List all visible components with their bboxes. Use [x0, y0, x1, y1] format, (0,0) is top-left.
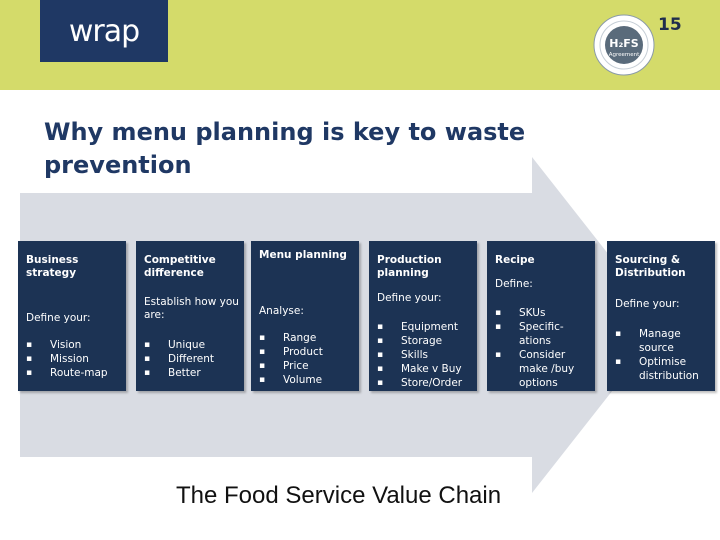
chain-step-list: UniqueDifferentBetter [144, 338, 214, 380]
chain-step-item: Range [259, 331, 323, 345]
slide-title: Why menu planning is key to waste preven… [44, 118, 526, 179]
chain-step-title: Production planning [377, 254, 442, 279]
chain-step-item: Unique [144, 338, 214, 352]
chain-step-title: Menu planning [259, 249, 347, 261]
wrap-logo: wrap [40, 0, 168, 62]
chain-step-subtitle: Analyse: [259, 305, 304, 317]
chain-step-subtitle: Define: [495, 278, 533, 290]
page-number: 15 [658, 15, 682, 35]
chain-step-item: Optimise distribution [615, 355, 715, 383]
chain-step-title: Recipe [495, 254, 535, 266]
chain-step-list: EquipmentStorageSkillsMake v BuyStore/Or… [377, 320, 462, 390]
chain-step-subtitle: Define your: [615, 298, 680, 310]
chain-step-item: Storage [377, 334, 462, 348]
chain-step-title: Sourcing & Distribution [615, 254, 686, 279]
chain-step-item: Skills [377, 348, 462, 362]
chain-step-list: SKUsSpecific-ationsConsider make /buy op… [495, 306, 595, 390]
chain-caption: The Food Service Value Chain [176, 482, 502, 509]
chain-step-item: Volume [259, 373, 323, 387]
chain-step-item: Product [259, 345, 323, 359]
chain-step-item: Route-map [26, 366, 108, 380]
chain-step-item: Better [144, 366, 214, 380]
chain-step-list: RangeProductPriceVolume [259, 331, 323, 387]
chain-step-item: Store/Order [377, 376, 462, 390]
chain-step-item: SKUs [495, 306, 595, 320]
chain-step-item: Consider make /buy options [495, 348, 595, 390]
chain-step-item: Vision [26, 338, 108, 352]
badge-text: H₂FS [609, 37, 639, 50]
chain-step-item: Price [259, 359, 323, 373]
chain-step-subtitle: Define your: [377, 292, 442, 304]
chain-step-item: Make v Buy [377, 362, 462, 376]
chain-step-list: VisionMissionRoute-map [26, 338, 108, 380]
chain-step-item: Specific-ations [495, 320, 595, 348]
badge-subtext: Agreement [609, 52, 640, 58]
chain-step-title: Business strategy [26, 254, 79, 279]
logo-text: wrap [68, 13, 140, 49]
chain-step-list: Manage sourceOptimise distribution [615, 327, 715, 383]
chain-step-item: Manage source [615, 327, 715, 355]
chain-step-subtitle: Establish how you are: [144, 296, 239, 321]
chain-step-subtitle: Define your: [26, 312, 91, 324]
h2fs-agreement-badge-icon: H₂FS Agreement [593, 14, 655, 76]
chain-step-item: Equipment [377, 320, 462, 334]
chain-step-title: Competitive difference [144, 254, 216, 279]
chain-step-item: Mission [26, 352, 108, 366]
chain-step-item: Different [144, 352, 214, 366]
